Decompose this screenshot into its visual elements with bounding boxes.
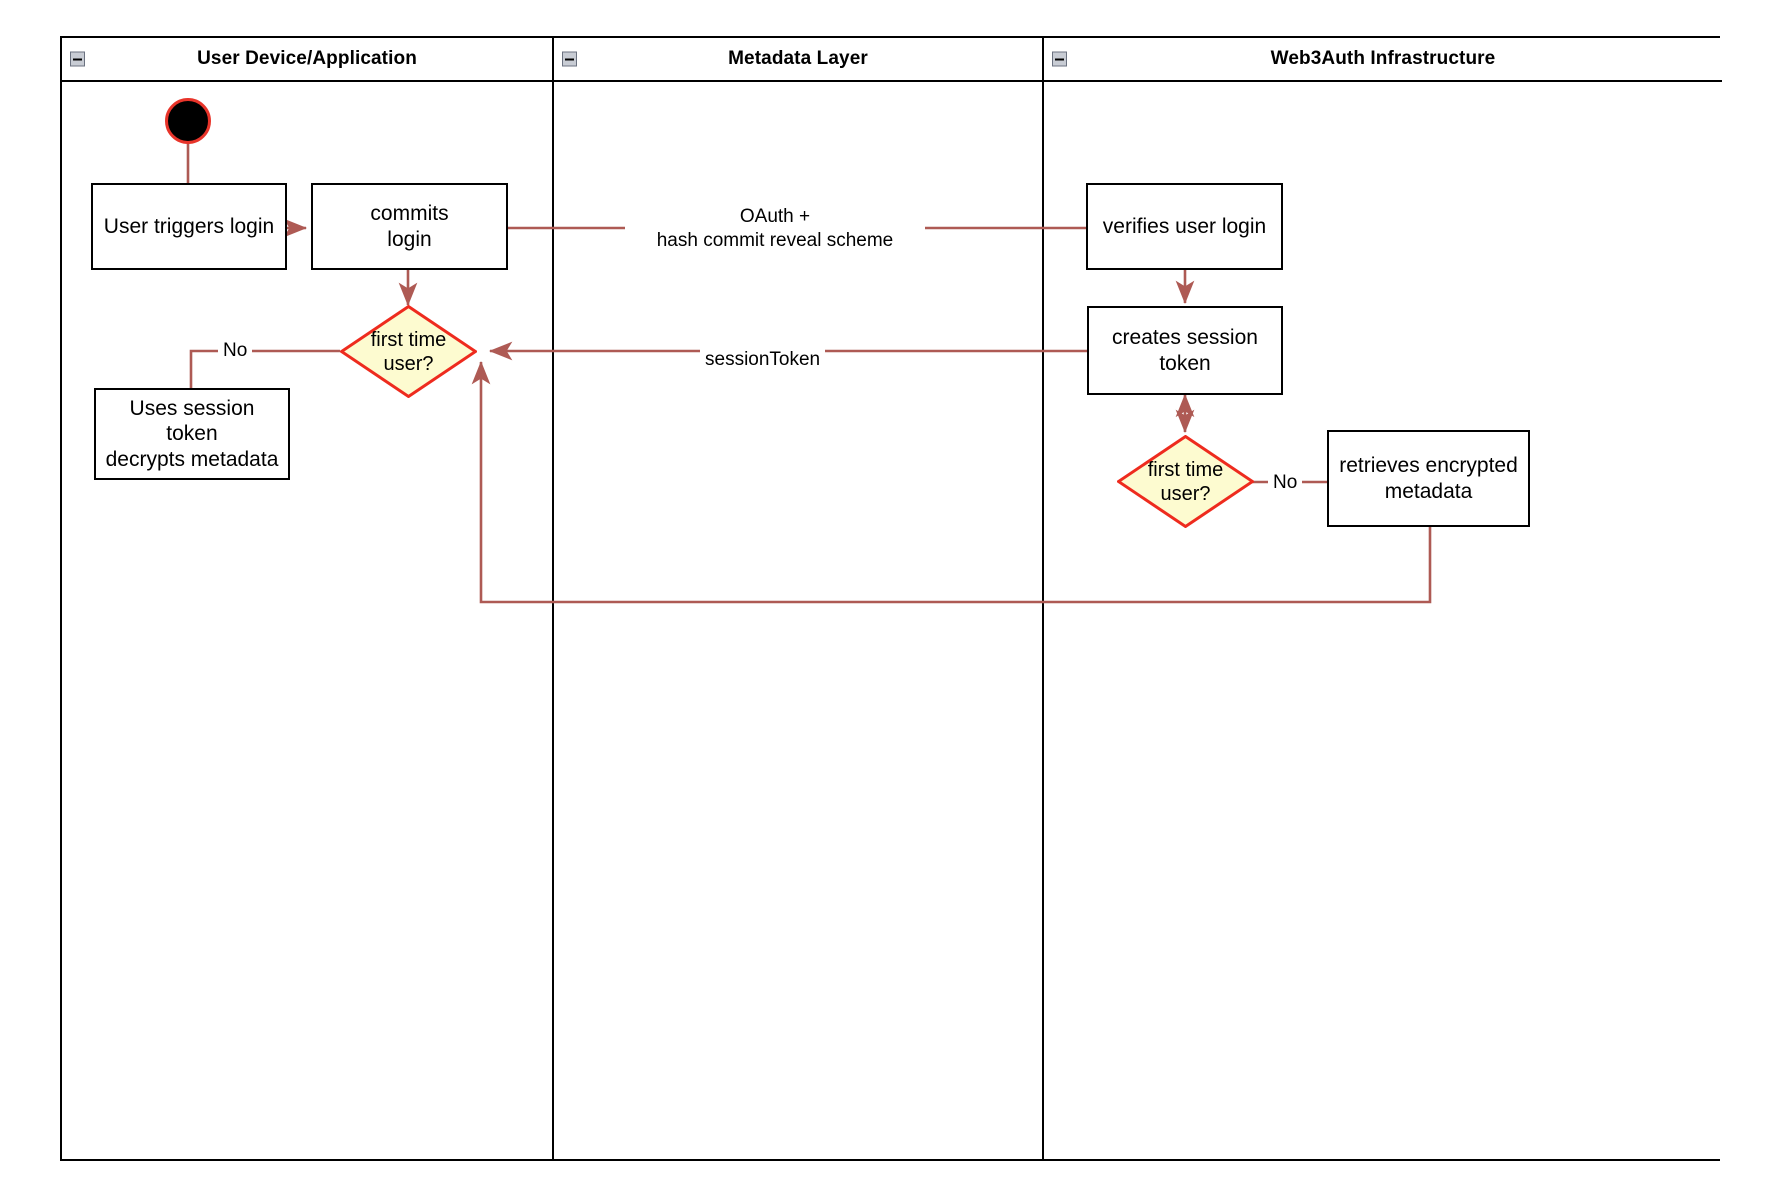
edge-label-no-left: No: [218, 338, 253, 364]
action-label-line2: metadata: [1384, 479, 1473, 503]
action-label-line2: token: [1159, 351, 1211, 375]
action-creates-session-token[interactable]: creates session token: [1087, 306, 1283, 395]
swimlane-title-web3auth-infrastructure: Web3Auth Infrastructure: [1270, 48, 1496, 69]
swimlane-header-web3auth-infrastructure: Web3Auth Infrastructure: [1044, 38, 1722, 82]
swimlane-metadata-layer[interactable]: Metadata Layer: [552, 38, 1042, 1159]
action-label-line1: retrieves encrypted: [1339, 453, 1518, 477]
action-label: User triggers login: [103, 214, 275, 238]
collapse-minus-icon[interactable]: [70, 51, 85, 67]
edge-label-line2: hash commit reveal scheme: [656, 229, 894, 251]
swimlane-header-user-device: User Device/Application: [62, 38, 552, 82]
swimlane-body-metadata-layer: [554, 82, 1042, 1159]
edge-label-oauth-hash-commit: OAuth + hash commit reveal scheme: [625, 204, 925, 254]
swimlane-web3auth-infrastructure[interactable]: Web3Auth Infrastructure: [1042, 38, 1722, 1159]
edge-label-no-right: No: [1268, 470, 1303, 496]
action-label-line1: Uses session: [129, 396, 255, 420]
decision-diamond-shape: [1117, 435, 1254, 528]
action-commits-login[interactable]: commits login: [311, 183, 508, 270]
edge-label-session-token: sessionToken: [700, 347, 826, 373]
edge-label-line1: OAuth +: [739, 206, 811, 227]
swimlane-title-metadata-layer: Metadata Layer: [728, 48, 868, 69]
action-verifies-user-login[interactable]: verifies user login: [1086, 183, 1283, 270]
action-label-line3: decrypts metadata: [105, 447, 279, 471]
action-uses-session-token-decrypts-metadata[interactable]: Uses session token decrypts metadata: [94, 388, 290, 480]
action-user-triggers-login[interactable]: User triggers login: [91, 183, 287, 270]
action-retrieves-encrypted-metadata[interactable]: retrieves encrypted metadata: [1327, 430, 1530, 527]
action-label-line2: token: [166, 422, 218, 446]
swimlane-title-user-device: User Device/Application: [197, 48, 417, 69]
decision-first-time-user-right[interactable]: first time user?: [1117, 435, 1254, 528]
action-label-line1: commits: [370, 201, 449, 225]
collapse-minus-icon[interactable]: [1052, 51, 1067, 67]
swimlane-header-metadata-layer: Metadata Layer: [554, 38, 1042, 82]
action-label-line2: login: [387, 227, 432, 251]
collapse-minus-icon[interactable]: [562, 51, 577, 67]
decision-diamond-shape: [340, 305, 477, 398]
initial-node[interactable]: [165, 98, 211, 144]
action-label: verifies user login: [1102, 214, 1267, 238]
decision-first-time-user-left[interactable]: first time user?: [340, 305, 477, 398]
action-label-line1: creates session: [1112, 325, 1258, 349]
